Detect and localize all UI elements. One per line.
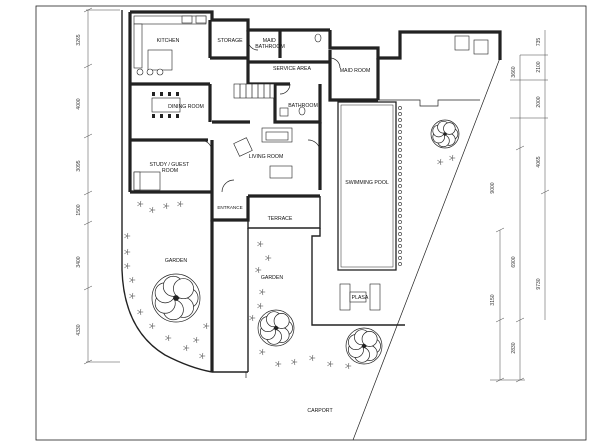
swimming-pool-inner [340,104,394,268]
left-dimension-chain [83,7,120,365]
dim-right-2830: 2830 [511,342,517,353]
label-maid-room: MAID ROOM [340,68,371,74]
dim-left-2: 4000 [76,98,82,109]
dim-right-6900: 6900 [511,256,517,267]
label-entrance: ENTRANCE [217,205,242,210]
tree-plasa [345,327,383,365]
label-storage: STORAGE [217,38,243,44]
label-carport: CARPORT [307,408,333,414]
tree-pool-side [430,119,460,149]
label-terrace: TERRACE [268,216,293,222]
pool-edge-stones [398,106,402,266]
label-swimming-pool: SWIMMING POOL [345,180,389,186]
dim-left-1: 3265 [76,34,82,45]
dim-left-5: 3400 [76,256,82,267]
dining-table [151,92,181,118]
dim-right-3150: 3150 [490,294,496,305]
label-plasa: PLASA [352,295,369,301]
living-sofas [233,127,293,179]
dim-right-2000: 2000 [536,96,542,107]
tree-garden-middle [257,309,295,347]
garden-shrubs [124,154,456,370]
bathroom-fixtures [279,33,322,117]
dim-right-4065: 4065 [536,156,542,167]
label-service-area: SERVICE AREA [273,66,312,72]
staircase [233,83,275,99]
site-boundary [121,10,501,441]
dim-left-3: 3095 [76,160,82,171]
label-kitchen: KITCHEN [157,38,180,44]
swimming-pool [337,101,397,271]
drawing-frame [35,5,587,441]
dim-left-6: 4330 [76,324,82,335]
plasa-loungers [339,283,381,311]
label-dining-room: DINING ROOM [168,104,204,110]
dim-right-9730: 9730 [536,278,542,289]
dim-right-3660: 3660 [511,66,517,77]
study-bed [133,171,161,191]
dim-right-735: 735 [536,38,542,47]
dim-right-9000: 9000 [490,182,496,193]
label-maid-bathroom: MAID BATHROOM [255,38,285,50]
label-study-guest-room: STUDY / GUEST ROOM [149,162,190,174]
kitchen-furniture [133,15,207,76]
annex-furniture [454,35,489,55]
label-garden-middle: GARDEN [261,275,283,281]
label-living-room: LIVING ROOM [249,154,284,160]
tree-garden-left [151,273,201,323]
right-dimension-chain [490,30,550,383]
label-bathroom: BATHROOM [288,103,318,109]
dim-right-2100: 2100 [536,61,542,72]
dim-left-4: 1500 [76,204,82,215]
label-garden-left: GARDEN [165,258,187,264]
door-swings [199,39,341,193]
building-walls [128,10,502,373]
